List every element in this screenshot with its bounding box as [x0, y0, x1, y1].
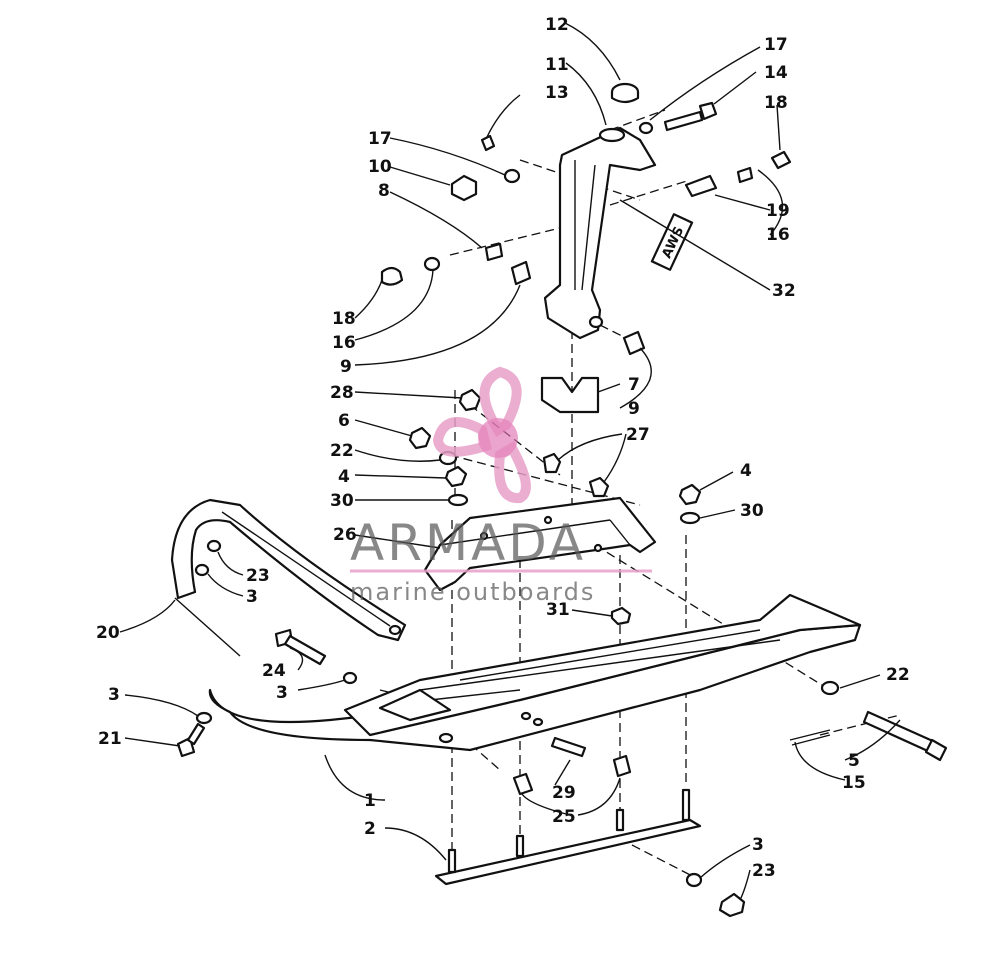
nut-10	[450, 174, 478, 202]
callout-6: 6	[338, 411, 350, 431]
ski-body	[208, 593, 862, 752]
bolt-14	[663, 110, 704, 132]
callout-4: 4	[740, 461, 752, 481]
callout-26: 26	[333, 525, 357, 545]
callout-29: 29	[552, 783, 576, 803]
callout-9: 9	[628, 399, 640, 419]
callout-28: 28	[330, 383, 354, 403]
watermark-brand: ARMADA	[350, 514, 586, 572]
wear-bar	[434, 788, 702, 886]
callout-12: 12	[545, 15, 569, 35]
callout-23: 23	[752, 861, 776, 881]
callout-16: 16	[332, 333, 356, 353]
callout-24: 24	[262, 661, 286, 681]
upper-hardware	[380, 82, 792, 356]
callout-labels: 12 11 13 17 14 18 17 10 8 19 16 32 18 16…	[96, 15, 910, 881]
lower-hardware	[176, 539, 948, 918]
callout-3: 3	[752, 835, 764, 855]
callout-18: 18	[764, 93, 788, 113]
watermark-tagline: marine outboards	[350, 578, 595, 606]
callout-8: 8	[378, 181, 390, 201]
ski-loop-handle	[170, 498, 407, 642]
callout-3: 3	[246, 587, 258, 607]
callout-9: 9	[340, 357, 352, 377]
callout-19: 19	[766, 201, 790, 221]
callout-32: 32	[772, 281, 796, 301]
leader-lines	[119, 22, 901, 901]
bracket-7	[540, 376, 600, 414]
callout-5: 5	[848, 751, 860, 771]
callout-4: 4	[338, 467, 350, 487]
callout-2: 2	[364, 819, 376, 839]
callout-23: 23	[246, 566, 270, 586]
propeller-logo	[432, 366, 531, 503]
callout-30: 30	[740, 501, 764, 521]
callout-21: 21	[98, 729, 122, 749]
callout-31: 31	[546, 600, 570, 620]
watermark: ARMADA marine outboards	[350, 366, 652, 606]
callout-17: 17	[764, 35, 788, 55]
callout-27: 27	[626, 425, 650, 445]
saddle-plate	[423, 496, 657, 592]
callout-22: 22	[330, 441, 354, 461]
callout-3: 3	[276, 683, 288, 703]
callout-10: 10	[368, 157, 392, 177]
middle-hardware	[408, 388, 702, 626]
callout-16: 16	[766, 225, 790, 245]
callout-18: 18	[332, 309, 356, 329]
callout-20: 20	[96, 623, 120, 643]
callout-13: 13	[545, 83, 569, 103]
callout-14: 14	[764, 63, 788, 83]
callout-25: 25	[552, 807, 576, 827]
callout-30: 30	[330, 491, 354, 511]
callout-7: 7	[628, 375, 640, 395]
steering-spindle	[543, 126, 657, 340]
callout-17: 17	[368, 129, 392, 149]
callout-15: 15	[842, 773, 866, 793]
callout-11: 11	[545, 55, 569, 75]
callout-22: 22	[886, 665, 910, 685]
callout-3: 3	[108, 685, 120, 705]
callout-1: 1	[364, 791, 376, 811]
